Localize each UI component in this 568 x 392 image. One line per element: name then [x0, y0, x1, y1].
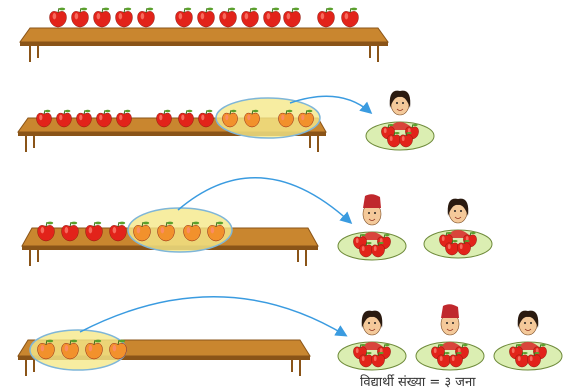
apple: [116, 109, 132, 128]
apple: [222, 109, 238, 128]
child-with-hat: [337, 194, 407, 261]
apple: [36, 109, 52, 128]
apple: [61, 221, 79, 242]
apple: [183, 221, 201, 242]
apple: [437, 351, 451, 368]
apple: [109, 339, 127, 360]
apples-row-4: [37, 339, 127, 360]
apples-row-2: [36, 109, 314, 128]
arrow-row-3: [177, 177, 353, 225]
apple: [96, 109, 112, 128]
table-row-1: [19, 27, 389, 62]
apple: [207, 221, 225, 242]
apple: [157, 221, 175, 242]
apple: [115, 7, 133, 28]
apple: [61, 339, 79, 360]
apple: [371, 351, 385, 368]
child: [493, 310, 563, 371]
hat-icon: [441, 304, 459, 318]
children-with-plates: [337, 90, 563, 371]
apple: [76, 109, 92, 128]
child: [337, 310, 407, 371]
apple: [133, 221, 151, 242]
apple: [37, 221, 55, 242]
apple: [527, 351, 541, 368]
apple: [359, 351, 373, 368]
apple: [449, 351, 463, 368]
apple: [175, 7, 193, 28]
apple: [56, 109, 72, 128]
apple: [198, 109, 214, 128]
apple: [241, 7, 259, 28]
apple: [178, 109, 194, 128]
apple: [137, 7, 155, 28]
apple: [445, 239, 459, 256]
apple: [317, 7, 335, 28]
apple: [156, 109, 172, 128]
child: [365, 90, 435, 151]
apple: [278, 109, 294, 128]
apple: [371, 241, 385, 258]
child-with-hat: [415, 304, 485, 371]
apples-row-3: [37, 221, 225, 242]
apple: [298, 109, 314, 128]
apples-row-1: [49, 7, 359, 28]
apple: [387, 131, 401, 148]
apple: [109, 221, 127, 242]
apple: [359, 241, 373, 258]
apple: [93, 7, 111, 28]
apple: [399, 131, 413, 148]
apple: [457, 239, 471, 256]
apple: [197, 7, 215, 28]
apple: [85, 221, 103, 242]
apple: [219, 7, 237, 28]
apple: [283, 7, 301, 28]
group-highlight-row-2: [215, 97, 321, 139]
student-count-caption: विद्यार्थी संख्या = ३ जना: [360, 375, 476, 390]
arrow-row-4: [79, 296, 348, 337]
apple: [244, 109, 260, 128]
apple: [71, 7, 89, 28]
hat-icon: [363, 194, 381, 208]
apple: [515, 351, 529, 368]
child: [423, 198, 493, 259]
apple: [341, 7, 359, 28]
apple: [37, 339, 55, 360]
apple: [85, 339, 103, 360]
arrow-row-2: [289, 95, 373, 114]
apple: [49, 7, 67, 28]
apple: [263, 7, 281, 28]
